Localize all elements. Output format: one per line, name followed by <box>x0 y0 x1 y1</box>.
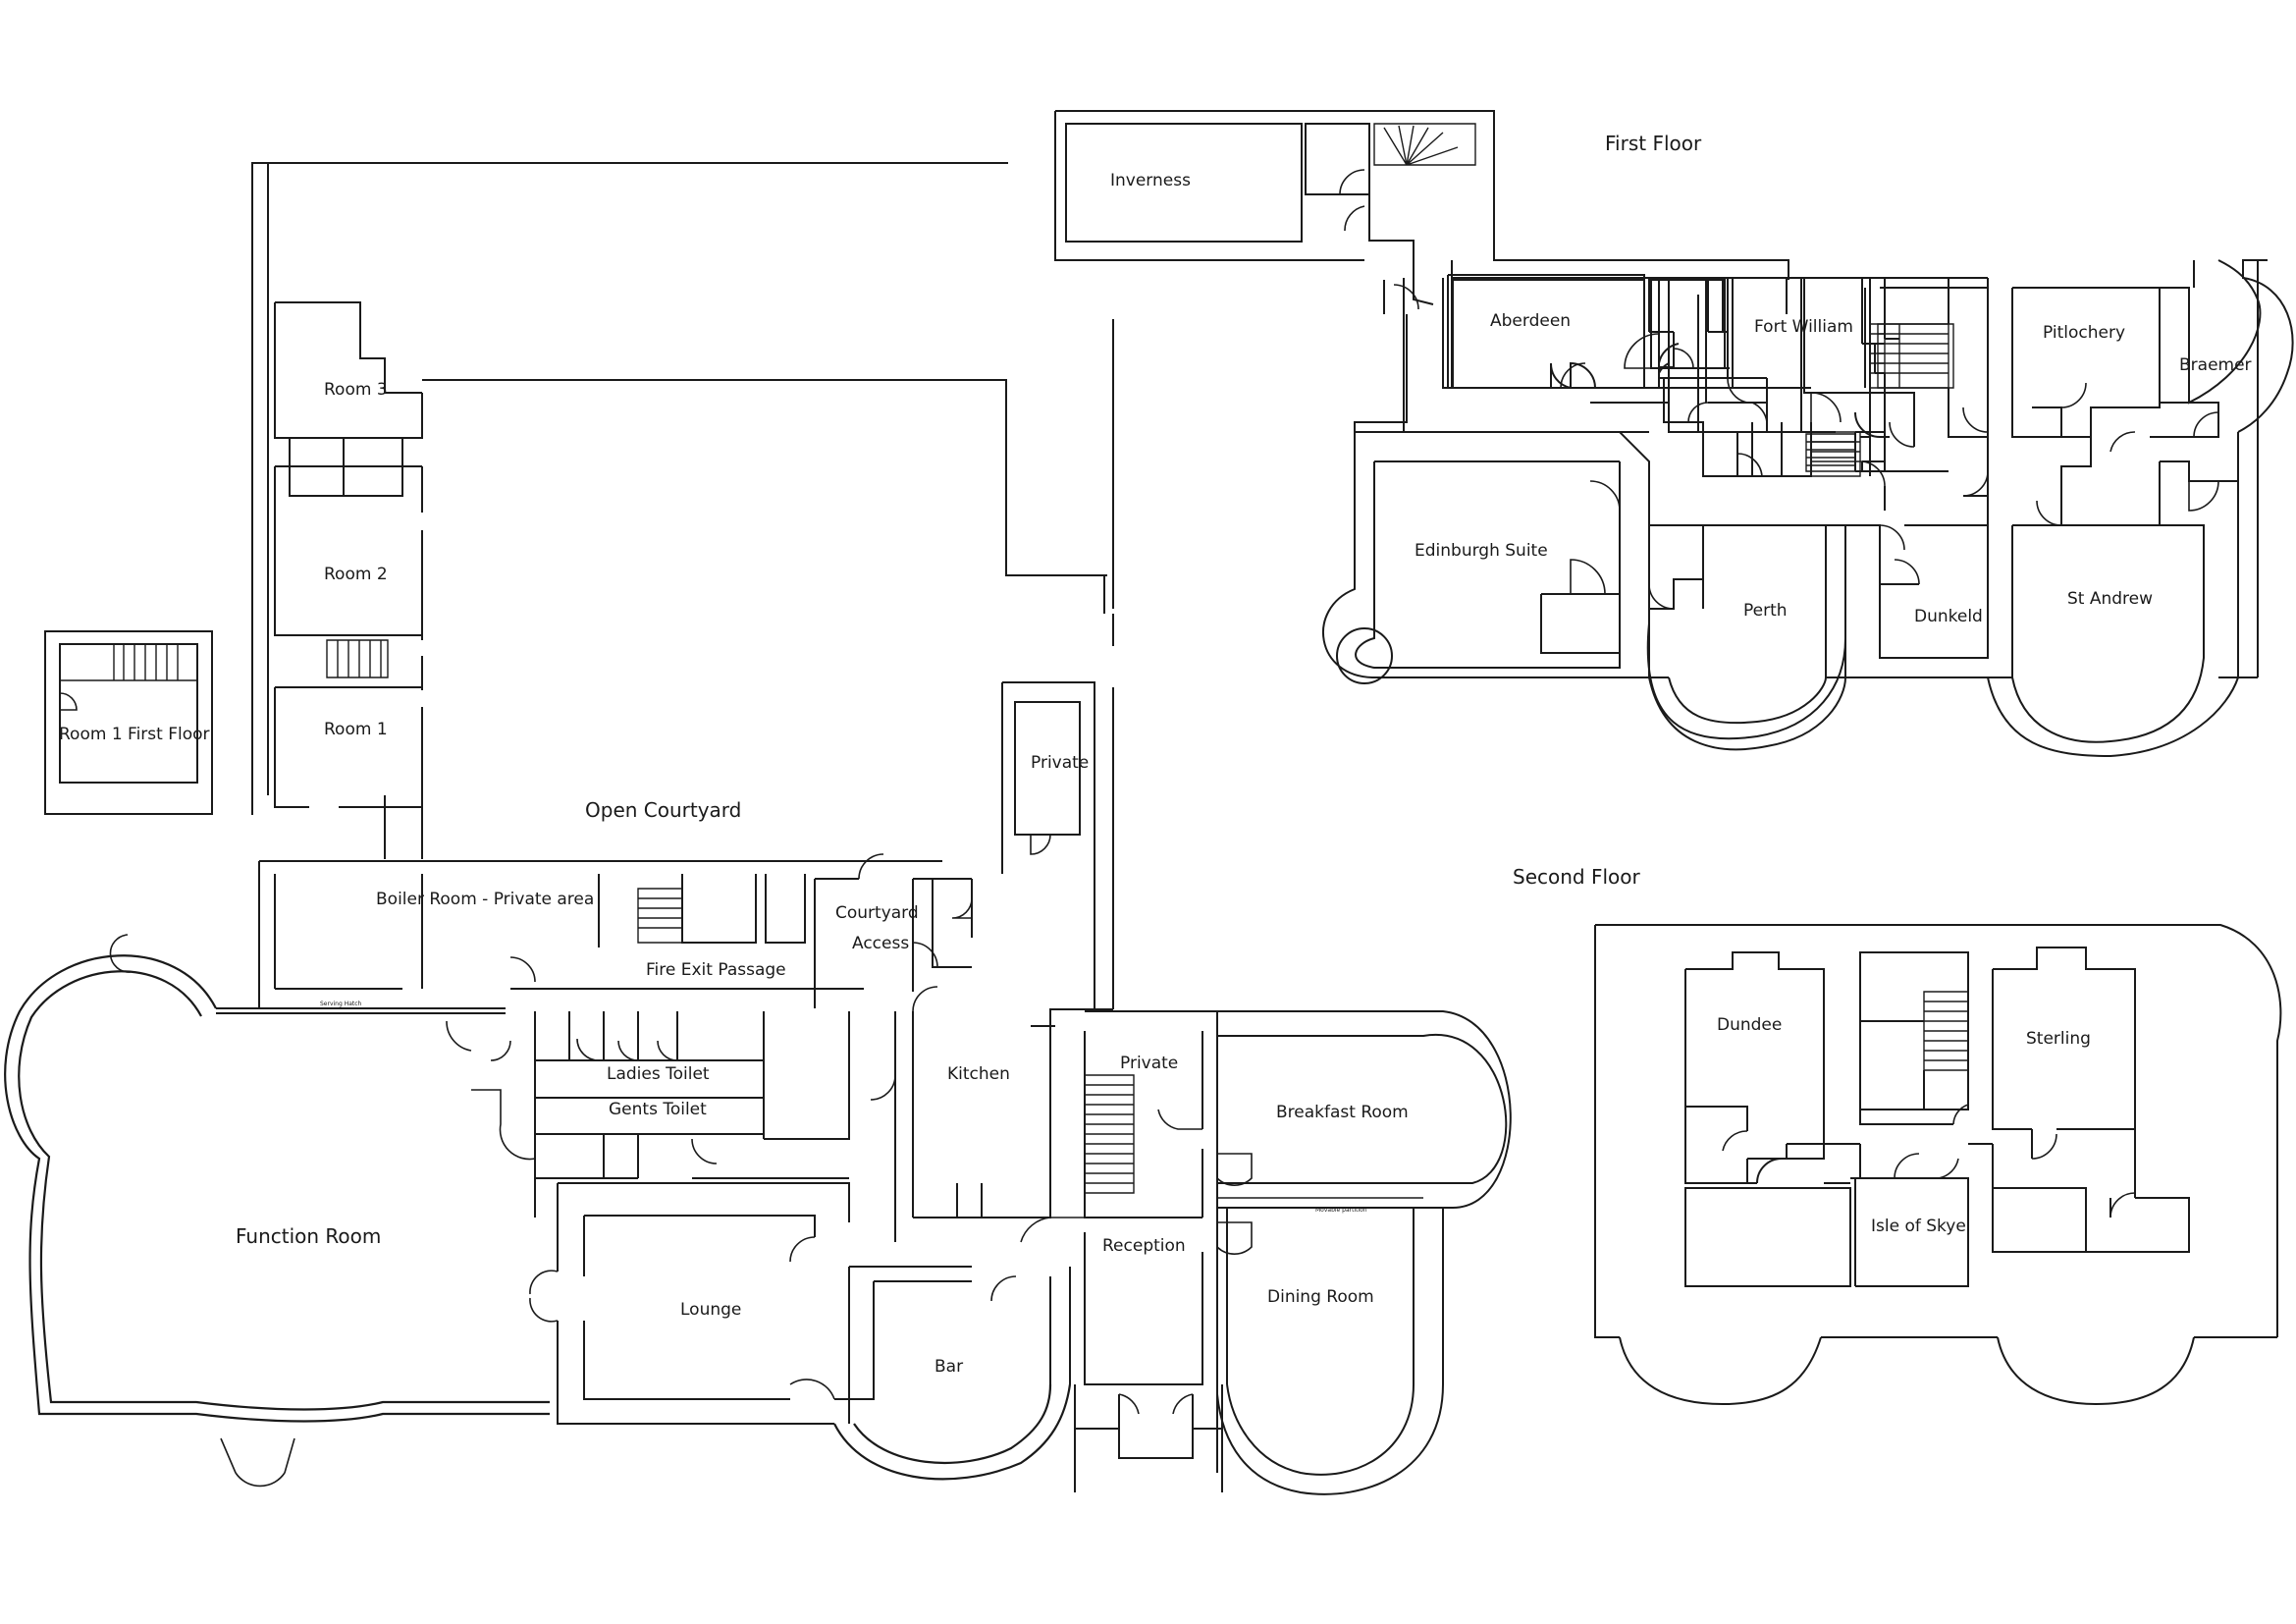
serving-hatch-label: Serving Hatch <box>320 1001 362 1007</box>
first-floor-plan <box>1054 110 2294 758</box>
private-lower-label: Private <box>1120 1054 1178 1073</box>
open-courtyard-label: Open Courtyard <box>585 798 741 822</box>
sterling-label: Sterling <box>2026 1029 2091 1049</box>
dining-room-label: Dining Room <box>1267 1287 1374 1307</box>
ground-floor-plan <box>4 162 1512 1495</box>
courtyard-access-label-line2: Access <box>852 934 909 953</box>
isle-of-skye-label: Isle of Skye <box>1871 1217 1966 1236</box>
breakfast-room-label: Breakfast Room <box>1276 1103 1409 1122</box>
kitchen-label: Kitchen <box>947 1064 1010 1084</box>
second-floor-plan <box>1594 924 2282 1406</box>
floor-titles: First Floor Second Floor <box>1513 132 1702 889</box>
first-floor-title: First Floor <box>1605 132 1702 155</box>
second-floor-labels: Dundee Sterling Isle of Skye <box>1717 1015 2091 1236</box>
st-andrew-label: St Andrew <box>2067 589 2153 609</box>
braemer-label: Braemer <box>2179 355 2252 375</box>
courtyard-access-label-line1: Courtyard <box>835 903 919 923</box>
pitlochery-label: Pitlochery <box>2043 323 2125 343</box>
reception-label: Reception <box>1102 1236 1186 1256</box>
room-1-first-floor-inset <box>44 630 213 815</box>
movable-partition-label: Movable partition <box>1315 1207 1367 1214</box>
dunkeld-label: Dunkeld <box>1914 607 1983 626</box>
edinburgh-suite-label: Edinburgh Suite <box>1415 541 1548 561</box>
ladies-toilet-label: Ladies Toilet <box>607 1064 710 1084</box>
gents-toilet-label: Gents Toilet <box>609 1100 707 1119</box>
fire-exit-passage-label: Fire Exit Passage <box>646 960 786 980</box>
room-3-label: Room 3 <box>324 380 388 400</box>
bar-label: Bar <box>934 1357 963 1377</box>
first-floor-labels: Inverness Aberdeen Fort William Pitloche… <box>1110 171 2252 626</box>
lounge-label: Lounge <box>680 1300 741 1320</box>
perth-label: Perth <box>1743 601 1788 621</box>
room-1-label: Room 1 <box>324 720 388 739</box>
second-floor-title: Second Floor <box>1513 865 1640 889</box>
fort-william-label: Fort William <box>1754 317 1853 337</box>
room-1-first-floor-label: Room 1 First Floor <box>59 725 210 744</box>
aberdeen-label: Aberdeen <box>1490 311 1571 331</box>
dundee-label: Dundee <box>1717 1015 1782 1035</box>
function-room-walls <box>4 934 550 1488</box>
boiler-room-label: Boiler Room - Private area <box>376 890 594 909</box>
inverness-label: Inverness <box>1110 171 1191 190</box>
function-room-label: Function Room <box>236 1224 381 1248</box>
room-2-label: Room 2 <box>324 565 388 584</box>
ground-floor-labels: Room 1 First Floor Room 3 Room 2 Room 1 … <box>59 380 1409 1377</box>
private-upper-label: Private <box>1031 753 1089 773</box>
